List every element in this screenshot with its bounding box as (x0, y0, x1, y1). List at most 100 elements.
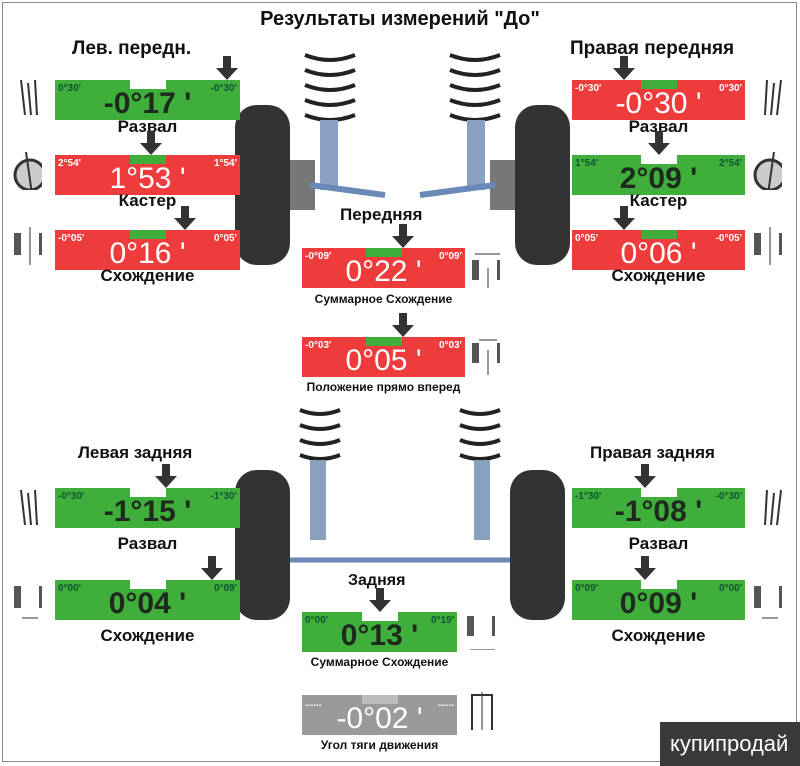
gauge-label: Развал (628, 117, 689, 136)
gauge-rf-camber: -0°30' 0°30' -0°30 ' (572, 80, 745, 120)
section-front: Передняя (340, 205, 423, 224)
gauge-min-limit: 0°05' (575, 233, 599, 244)
section-rear: Задняя (348, 572, 406, 589)
gauge-tolerance-notch (129, 230, 166, 239)
gauge-min-limit: -0°30' (575, 83, 602, 94)
gauge-max-limit: 0°30' (718, 83, 742, 94)
gauge-tolerance-notch (365, 248, 402, 257)
gauge-value: 0°16 ' (109, 237, 186, 270)
gauge-tolerance-notch (361, 612, 398, 621)
gauge-value: 2°09 ' (619, 162, 698, 195)
gauge-tolerance-notch (640, 488, 677, 497)
gauge-min-limit: -0°05' (58, 233, 85, 244)
thrust-angle-icon (471, 692, 493, 730)
gauge-rr-camber: -1°30' -0°30' -1°08 ' (572, 488, 745, 528)
gauge-label: Кастер (118, 191, 177, 210)
steering-straight-icon (472, 339, 500, 375)
toe-icon (754, 227, 782, 265)
gauge-tolerance-notch (129, 155, 166, 164)
toe-icon (14, 227, 42, 265)
gauge-tolerance-notch (640, 80, 677, 89)
gauge-min-limit: -1°30' (575, 491, 602, 502)
gauge-max-limit: 0°00' (718, 583, 742, 594)
gauge-max-limit: 0°03' (438, 340, 462, 351)
gauge-min-limit: 2°54' (58, 158, 82, 169)
gauge-value: -0°17 ' (103, 87, 192, 120)
gauge-value: -0°02 ' (336, 702, 423, 735)
gauge-value: 0°09 ' (619, 587, 698, 620)
gauge-min-limit: 0°00' (58, 583, 82, 594)
gauge-max-limit: 0°09' (438, 251, 462, 262)
gauge-value: 0°22 ' (345, 255, 422, 288)
gauge-lr-toe: 0°00' 0°09' 0°04 ' (55, 580, 240, 620)
gauge-tolerance-notch (361, 695, 398, 704)
gauge-rear-total-toe: 0°00' 0°19' 0°13 ' (302, 612, 457, 652)
gauge-min-limit: -0°03' (305, 340, 332, 351)
gauge-lr-camber: -0°30' -1°30' -1°15 ' (55, 488, 240, 528)
gauge-value: 1°53 ' (109, 162, 186, 195)
gauge-min-limit: -0°09' (305, 251, 332, 262)
gauge-min-limit: 1°54' (575, 158, 599, 169)
gauge-max-limit: -0°30' (210, 83, 237, 94)
gauge-label: Положение прямо вперед (306, 380, 461, 394)
gauge-thrust-angle: ...... ...... -0°02 ' (302, 695, 457, 735)
gauge-tolerance-notch (129, 580, 166, 589)
camber-icon (20, 489, 38, 525)
gauge-rf-caster: 1°54' 2°54' 2°09 ' (572, 155, 745, 195)
gauge-label: Кастер (629, 191, 688, 210)
total-toe-icon (472, 253, 500, 288)
gauge-label: Развал (117, 117, 178, 136)
gauge-max-limit: -0°05' (715, 233, 742, 244)
gauge-min-limit: -0°30' (58, 491, 85, 502)
camber-icon (20, 79, 38, 115)
gauge-tolerance-notch (640, 230, 677, 239)
toe-icon (754, 586, 782, 619)
gauge-front-straight: -0°03' 0°03' 0°05 ' (302, 337, 465, 377)
section-left-front: Лев. передн. (72, 38, 192, 59)
gauge-label: Развал (628, 534, 689, 553)
toe-icon (14, 586, 42, 619)
gauge-max-limit: 0°19' (430, 615, 454, 626)
gauge-label: Схождение (100, 266, 195, 285)
gauge-label: Схождение (100, 626, 195, 645)
gauge-front-total-toe: -0°09' 0°09' 0°22 ' (302, 248, 465, 288)
gauge-tolerance-notch (365, 337, 402, 346)
watermark: купипродай (660, 722, 800, 766)
gauge-label: Суммарное Схождение (310, 655, 449, 669)
gauge-max-limit: 2°54' (718, 158, 742, 169)
gauge-value: -1°15 ' (103, 495, 192, 528)
total-toe-icon (467, 616, 495, 650)
gauge-max-limit: ...... (437, 698, 454, 709)
section-left-rear: Левая задняя (78, 443, 193, 462)
gauge-rf-toe: 0°05' -0°05' 0°06 ' (572, 230, 745, 270)
gauge-min-limit: ...... (305, 698, 322, 709)
gauge-rr-toe: 0°09' 0°00' 0°09 ' (572, 580, 745, 620)
gauge-min-limit: 0°30' (58, 83, 82, 94)
gauge-max-limit: 0°09' (213, 583, 237, 594)
gauge-tolerance-notch (129, 488, 166, 497)
gauge-tolerance-notch (640, 580, 677, 589)
gauge-value: 0°06 ' (620, 237, 697, 270)
camber-icon (764, 79, 782, 115)
front-right-suspension-illustration (419, 53, 570, 265)
gauge-label: Угол тяги движения (320, 738, 439, 752)
gauge-min-limit: 0°00' (305, 615, 329, 626)
gauge-label: Схождение (611, 626, 706, 645)
gauge-label: Схождение (611, 266, 706, 285)
caster-icon (13, 151, 42, 190)
gauge-label: Суммарное Схождение (314, 292, 453, 306)
gauge-value: 0°05 ' (345, 344, 422, 377)
gauge-min-limit: 0°09' (575, 583, 599, 594)
rear-suspension-illustration (235, 408, 565, 620)
section-right-front: Правая передняя (570, 38, 735, 59)
gauge-label: Развал (117, 534, 178, 553)
gauge-max-limit: -0°30' (715, 491, 742, 502)
gauge-lf-caster: 2°54' 1°54' 1°53 ' (55, 155, 240, 195)
page-title: Результаты измерений "До" (260, 8, 540, 30)
gauge-tolerance-notch (129, 80, 166, 89)
gauge-max-limit: 1°54' (213, 158, 237, 169)
front-left-suspension-illustration (235, 53, 386, 265)
gauge-max-limit: -1°30' (210, 491, 237, 502)
gauge-value: 0°13 ' (340, 619, 419, 652)
